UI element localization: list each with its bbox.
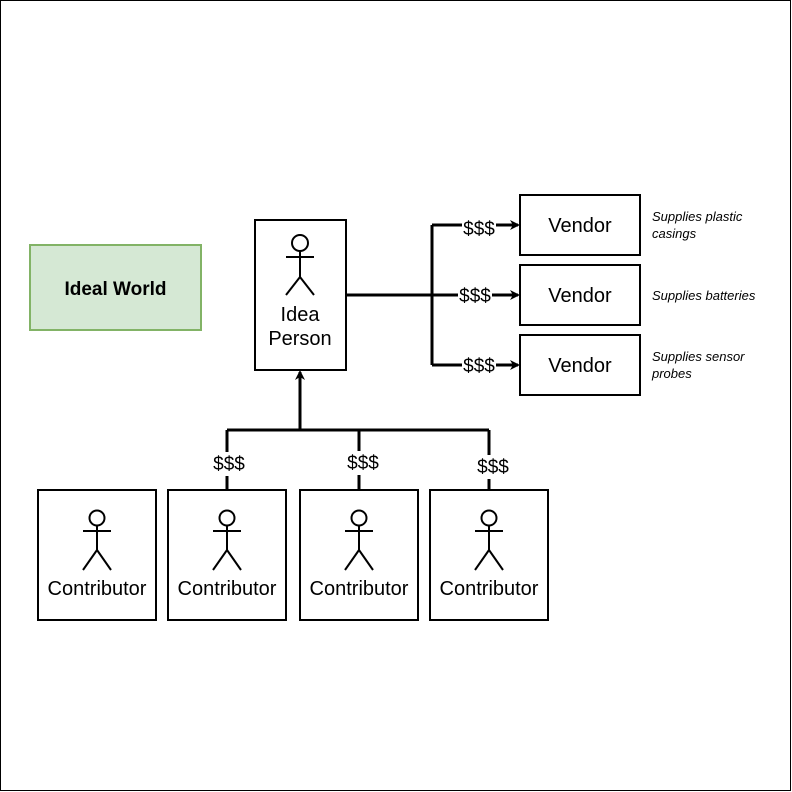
vendor-3-label: Vendor [548, 355, 612, 377]
vendor-1-note-line1: Supplies plastic [652, 209, 743, 224]
vendor-2-box [519, 264, 641, 326]
idea-person-label-line1: Idea [281, 304, 321, 326]
contributor-node-2[interactable]: Contributor [167, 489, 287, 621]
payment-label-bg [345, 451, 381, 475]
stick-figure-icon [474, 509, 504, 571]
contributor-1-label: Contributor [48, 578, 147, 600]
title-node[interactable]: Ideal World [29, 244, 202, 331]
contributor-node-1[interactable]: Contributor [37, 489, 157, 621]
vendor-2-payment-label: $$$ [459, 286, 491, 307]
vendor-3-note-line2: probes [651, 366, 692, 381]
vendor-3-note-line1: Supplies sensor [652, 349, 745, 364]
vendor-node-1[interactable]: $$$ Vendor Supplies plastic casings [462, 194, 743, 256]
idea-person-node[interactable]: Idea Person [254, 219, 347, 371]
vendor-1-box [519, 194, 641, 256]
vendor-1-label: Vendor [548, 215, 612, 237]
payment-label-bg [475, 455, 511, 479]
stick-figure-icon [212, 509, 242, 571]
vendor-1-note-line2: casings [652, 226, 697, 241]
contributor-node-3[interactable]: Contributor [299, 489, 419, 621]
payment-label-bg [462, 215, 496, 237]
contributor-2-payment-label: $$$ [213, 454, 245, 475]
contributor-node-4[interactable]: Contributor [429, 489, 549, 621]
contributor-3-payment-label: $$$ [347, 453, 379, 474]
vendor-2-note-line1: Supplies batteries [652, 288, 756, 303]
title-label: Ideal World [64, 279, 166, 300]
stick-figure-icon [82, 509, 112, 571]
idea-person-label-line2: Person [268, 328, 331, 350]
contributor-3-label: Contributor [310, 578, 409, 600]
payment-label-bg [211, 452, 247, 476]
vendor-1-payment-label: $$$ [463, 219, 495, 240]
stick-figure-icon [285, 234, 315, 296]
contributor-4-payment-label: $$$ [477, 457, 509, 478]
vendor-node-3[interactable]: $$$ Vendor Supplies sensor probes [462, 334, 745, 396]
vendor-3-box [519, 334, 641, 396]
payment-label-bg [462, 355, 496, 377]
vendor-3-payment-label: $$$ [463, 356, 495, 377]
contributor-2-label: Contributor [178, 578, 277, 600]
vendor-node-2[interactable]: $$$ Vendor Supplies batteries [458, 264, 756, 326]
vendor-2-label: Vendor [548, 285, 612, 307]
contributor-4-label: Contributor [440, 578, 539, 600]
payment-label-bg [458, 285, 492, 307]
stick-figure-icon [344, 509, 374, 571]
title-box [29, 244, 202, 331]
